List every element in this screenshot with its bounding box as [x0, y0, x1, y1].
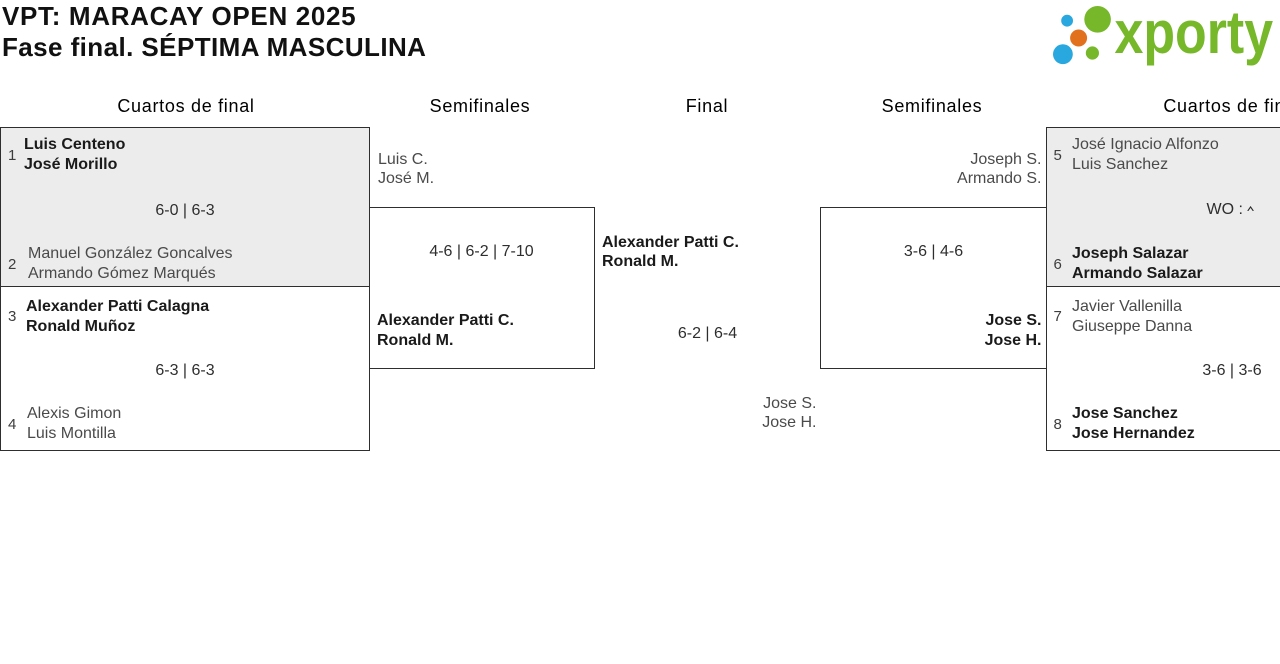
svg-text:xporty: xporty [1115, 0, 1274, 66]
